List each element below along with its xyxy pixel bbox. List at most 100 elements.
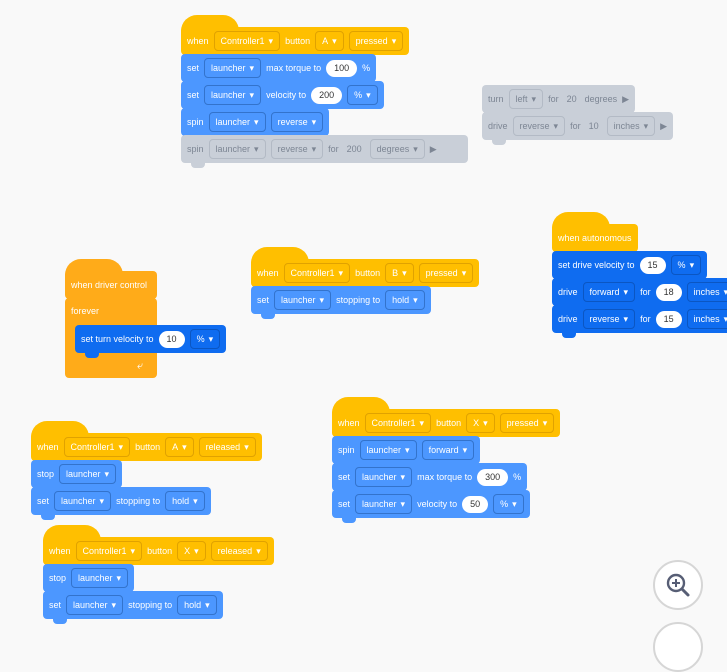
button-dropdown[interactable]: A	[165, 437, 194, 457]
torque-input[interactable]: 300	[477, 468, 509, 486]
drive-for-block[interactable]: drive forward for 18 inches	[552, 278, 727, 311]
velocity-input[interactable]: 15	[639, 256, 666, 274]
set-stopping-block[interactable]: set launcher stopping to hold	[31, 487, 211, 520]
stopping-dropdown[interactable]: hold	[385, 290, 425, 310]
forever-block[interactable]: forever set turn velocity to 10 % ⤶	[65, 298, 227, 378]
stopping-dropdown[interactable]: hold	[165, 491, 205, 511]
unit-label: degrees	[584, 94, 618, 104]
set-stopping-block[interactable]: set launcher stopping to hold	[251, 286, 431, 319]
event-block-when-button[interactable]: when Controller1 button X released	[43, 525, 274, 570]
set-max-torque-block[interactable]: set launcher max torque to 100 %	[181, 54, 377, 87]
unit-dropdown[interactable]: inches	[606, 116, 656, 136]
drive-label: drive	[558, 314, 578, 324]
unit-dropdown[interactable]: inches	[686, 282, 727, 302]
distance-input[interactable]: 18	[655, 283, 682, 301]
script-controller-a-pressed: when Controller1 button A pressed set la…	[181, 15, 468, 168]
event-dropdown[interactable]: pressed	[418, 263, 474, 283]
drive-label: drive	[558, 287, 578, 297]
zoom-in-button[interactable]	[653, 560, 703, 610]
event-dropdown[interactable]: released	[198, 437, 256, 457]
button-dropdown[interactable]: X	[177, 541, 206, 561]
event-dropdown[interactable]: pressed	[348, 31, 404, 51]
unit-dropdown[interactable]: %	[347, 85, 378, 105]
controller-dropdown[interactable]: Controller1	[364, 413, 432, 433]
velocity-input[interactable]: 200	[311, 86, 343, 104]
drive-for-block-disabled[interactable]: drive reverse for 10 inches ▶	[482, 112, 674, 145]
event-dropdown[interactable]: pressed	[499, 413, 555, 433]
motor-dropdown[interactable]: launcher	[359, 440, 417, 460]
set-velocity-block[interactable]: set launcher velocity to 200 %	[181, 81, 384, 114]
set-max-torque-block[interactable]: set launcher max torque to 300 %	[332, 463, 528, 496]
motor-dropdown[interactable]: launcher	[204, 58, 262, 78]
event-block-when-driver-control[interactable]: when driver control	[65, 259, 157, 304]
velocity-input[interactable]: 50	[462, 495, 489, 513]
motor-dropdown[interactable]: launcher	[208, 112, 266, 132]
motor-dropdown[interactable]: launcher	[204, 85, 262, 105]
stop-block[interactable]: stop launcher	[31, 460, 123, 493]
motor-dropdown[interactable]: launcher	[71, 568, 129, 588]
when-label: when	[187, 36, 209, 46]
script-autonomous: when autonomous set drive velocity to 15…	[552, 212, 727, 338]
controller-dropdown[interactable]: Controller1	[283, 263, 351, 283]
event-block-when-button[interactable]: when Controller1 button A released	[31, 421, 262, 466]
for-label: for	[570, 121, 581, 131]
property-label: stopping to	[336, 295, 381, 305]
direction-dropdown[interactable]: left	[508, 89, 544, 109]
controller-dropdown[interactable]: Controller1	[213, 31, 281, 51]
set-turn-velocity-block[interactable]: set turn velocity to 10 %	[75, 325, 227, 358]
zoom-out-button[interactable]	[653, 622, 703, 672]
torque-input[interactable]: 100	[326, 59, 358, 77]
event-block-when-button[interactable]: when Controller1 button B pressed	[251, 247, 480, 292]
motor-dropdown[interactable]: launcher	[66, 595, 124, 615]
spin-block[interactable]: spin launcher forward	[332, 436, 481, 469]
direction-dropdown[interactable]: forward	[582, 282, 636, 302]
event-dropdown[interactable]: released	[210, 541, 268, 561]
unit-dropdown[interactable]: degrees	[369, 139, 425, 159]
motor-dropdown[interactable]: launcher	[54, 491, 112, 511]
unit-dropdown[interactable]: %	[493, 494, 524, 514]
controller-dropdown[interactable]: Controller1	[63, 437, 131, 457]
button-dropdown[interactable]: X	[466, 413, 495, 433]
set-drive-velocity-block[interactable]: set drive velocity to 15 %	[552, 251, 708, 284]
motor-dropdown[interactable]: launcher	[355, 494, 413, 514]
unit-dropdown[interactable]: %	[189, 329, 221, 349]
button-dropdown[interactable]: B	[385, 263, 414, 283]
unit-dropdown[interactable]: %	[670, 255, 702, 275]
set-stopping-block[interactable]: set launcher stopping to hold	[43, 591, 223, 624]
turn-for-block-disabled[interactable]: turn left for 20 degrees ▶	[482, 85, 636, 118]
zoom-in-icon	[666, 573, 690, 597]
motor-dropdown[interactable]: launcher	[355, 467, 413, 487]
stop-label: stop	[37, 469, 55, 479]
spin-block[interactable]: spin launcher reverse	[181, 108, 330, 141]
stopping-dropdown[interactable]: hold	[177, 595, 217, 615]
motor-dropdown[interactable]: launcher	[274, 290, 332, 310]
amount-input[interactable]: 20	[563, 90, 580, 108]
direction-dropdown[interactable]: reverse	[270, 112, 324, 132]
motor-dropdown[interactable]: launcher	[59, 464, 117, 484]
event-block-when-autonomous[interactable]: when autonomous	[552, 212, 638, 257]
direction-dropdown[interactable]: forward	[421, 440, 475, 460]
motor-dropdown[interactable]: launcher	[208, 139, 266, 159]
spin-label: spin	[338, 445, 355, 455]
event-block-when-button[interactable]: when Controller1 button X pressed	[332, 397, 561, 442]
direction-dropdown[interactable]: reverse	[582, 309, 636, 329]
script-controller-b-pressed: when Controller1 button B pressed set la…	[251, 247, 480, 319]
direction-dropdown[interactable]: reverse	[270, 139, 324, 159]
set-velocity-block[interactable]: set launcher velocity to 50 %	[332, 490, 530, 523]
stop-block[interactable]: stop launcher	[43, 564, 135, 597]
drive-for-block[interactable]: drive reverse for 15 inches	[552, 305, 727, 338]
velocity-input[interactable]: 10	[158, 330, 185, 348]
direction-dropdown[interactable]: reverse	[512, 116, 566, 136]
script-controller-x-released: when Controller1 button X released stop …	[43, 525, 274, 624]
button-dropdown[interactable]: A	[315, 31, 344, 51]
set-drive-velocity-label: set drive velocity to	[558, 260, 635, 270]
amount-input[interactable]: 10	[585, 117, 602, 135]
unit-dropdown[interactable]: inches	[686, 309, 727, 329]
distance-input[interactable]: 15	[655, 310, 682, 328]
controller-dropdown[interactable]: Controller1	[75, 541, 143, 561]
stop-label: stop	[49, 573, 67, 583]
when-label: when	[37, 442, 59, 452]
spin-for-block-disabled[interactable]: spin launcher reverse for 200 degrees ▶	[181, 135, 468, 168]
amount-input[interactable]: 200	[343, 140, 365, 158]
event-block-when-button[interactable]: when Controller1 button A pressed	[181, 15, 410, 60]
